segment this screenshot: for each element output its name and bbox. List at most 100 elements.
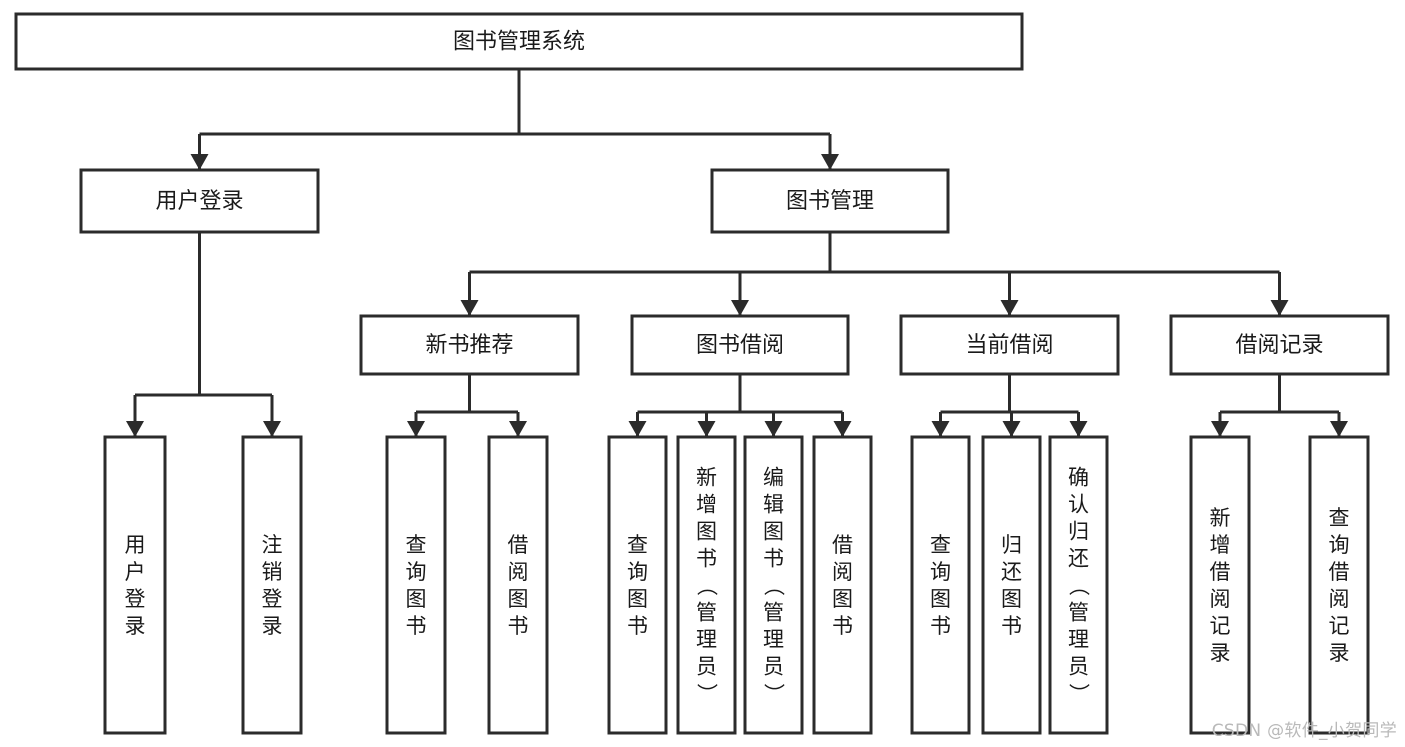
node-label-char: 员 <box>696 655 717 679</box>
node-label-char: 销 <box>262 560 283 584</box>
node-label-char: 阅 <box>1329 587 1350 611</box>
node-label: 新书推荐 <box>425 333 513 358</box>
node-label-char: 登 <box>262 587 283 611</box>
node-leaf-add-book-admin[interactable] <box>676 435 737 735</box>
node-leaf-logout[interactable] <box>241 435 303 735</box>
node-label-char: 辑 <box>763 493 784 517</box>
node-label-char: 图 <box>627 587 648 611</box>
node-label-char: 询 <box>930 560 951 584</box>
node-label-char: 归 <box>1001 533 1022 557</box>
arrow-head-icon <box>1330 421 1348 437</box>
node-new-book-recommend[interactable] <box>359 314 580 376</box>
node-label-char: 询 <box>1329 533 1350 557</box>
node-label-char: 登 <box>125 587 146 611</box>
node-label: 借阅记录 <box>1235 333 1323 358</box>
nodes-layer: 图书管理系统用户登录图书管理新书推荐图书借阅当前借阅借阅记录用户登录注销登录查询… <box>14 12 1390 735</box>
node-label-char: 管 <box>1068 601 1089 625</box>
node-label-char: 增 <box>696 493 717 517</box>
node-leaf-borrow-book-rec[interactable] <box>487 435 549 735</box>
node-label-char: 录 <box>1210 641 1231 665</box>
node-leaf-add-borrow-record[interactable] <box>1189 435 1251 735</box>
node-label-char: 询 <box>406 560 427 584</box>
node-label-char: 阅 <box>508 560 529 584</box>
node-user-login[interactable] <box>79 168 320 234</box>
node-label-char: 阅 <box>1210 587 1231 611</box>
node-label-char: 理 <box>1068 628 1089 652</box>
node-leaf-borrow-book[interactable] <box>812 435 873 735</box>
arrow-head-icon <box>764 421 783 437</box>
node-label-char: 录 <box>1329 641 1350 665</box>
node-borrow-record[interactable] <box>1169 314 1390 376</box>
arrow-head-icon <box>126 421 144 437</box>
arrow-head-icon <box>1002 421 1021 437</box>
node-label-char: 户 <box>125 560 146 584</box>
node-label-char: 借 <box>1210 560 1231 584</box>
node-leaf-query-borrow-record[interactable] <box>1308 435 1370 735</box>
node-label-char: 查 <box>627 533 648 557</box>
node-label-char: 管 <box>696 601 717 625</box>
node-label-char: 理 <box>763 628 784 652</box>
arrow-head-icon <box>460 300 479 316</box>
node-label-char: 书 <box>508 614 529 638</box>
node-label-char: ） <box>762 683 786 704</box>
node-label-char: 阅 <box>832 560 853 584</box>
node-label-char: 录 <box>125 614 146 638</box>
arrow-head-icon <box>821 154 839 170</box>
node-label-char: 借 <box>1329 560 1350 584</box>
arrow-head-icon <box>697 421 716 437</box>
node-label-char: 书 <box>832 614 853 638</box>
node-label-char: 书 <box>627 614 648 638</box>
node-label-char: 用 <box>125 533 146 557</box>
node-label-char: 查 <box>1329 506 1350 530</box>
node-root-root[interactable] <box>14 12 1024 71</box>
node-label-char: 注 <box>262 533 283 557</box>
node-leaf-query-book-borrow[interactable] <box>607 435 668 735</box>
node-label-char: 借 <box>832 533 853 557</box>
node-label-char: 图 <box>832 587 853 611</box>
node-label-char: ） <box>1067 683 1091 704</box>
node-label: 图书管理系统 <box>453 30 585 55</box>
node-current-borrow[interactable] <box>899 314 1120 376</box>
node-label-char: 员 <box>1068 655 1089 679</box>
node-leaf-edit-book-admin[interactable] <box>743 435 804 735</box>
node-label-char: 图 <box>696 520 717 544</box>
node-label-char: 询 <box>627 560 648 584</box>
arrow-head-icon <box>407 421 425 437</box>
node-label-char: 增 <box>1210 533 1231 557</box>
node-label-char: 认 <box>1068 493 1089 517</box>
arrow-head-icon <box>833 421 852 437</box>
node-label-char: ） <box>695 683 719 704</box>
node-label-char: 编 <box>763 466 784 490</box>
arrow-head-icon <box>931 421 950 437</box>
connectors-layer <box>126 69 1348 437</box>
node-label-char: 记 <box>1329 614 1350 638</box>
arrow-head-icon <box>1270 300 1289 316</box>
node-label-char: 新 <box>696 466 717 490</box>
arrow-head-icon <box>1211 421 1229 437</box>
node-label-char: 图 <box>406 587 427 611</box>
arrow-head-icon <box>731 300 749 316</box>
arrow-head-icon <box>1000 300 1019 316</box>
node-leaf-return-book[interactable] <box>981 435 1042 735</box>
node-label-char: （ <box>1067 575 1091 596</box>
node-label-char: 归 <box>1068 520 1089 544</box>
node-book-borrow[interactable] <box>630 314 850 376</box>
node-label-char: 图 <box>1001 587 1022 611</box>
node-label-char: （ <box>695 575 719 596</box>
node-label: 图书管理 <box>786 189 874 214</box>
node-leaf-user-login[interactable] <box>103 435 167 735</box>
node-leaf-confirm-return[interactable] <box>1048 435 1109 735</box>
node-label-char: （ <box>762 575 786 596</box>
node-book-manage[interactable] <box>710 168 950 234</box>
node-leaf-query-book-rec[interactable] <box>385 435 447 735</box>
node-label: 当前借阅 <box>965 333 1053 358</box>
node-leaf-query-book-current[interactable] <box>910 435 971 735</box>
